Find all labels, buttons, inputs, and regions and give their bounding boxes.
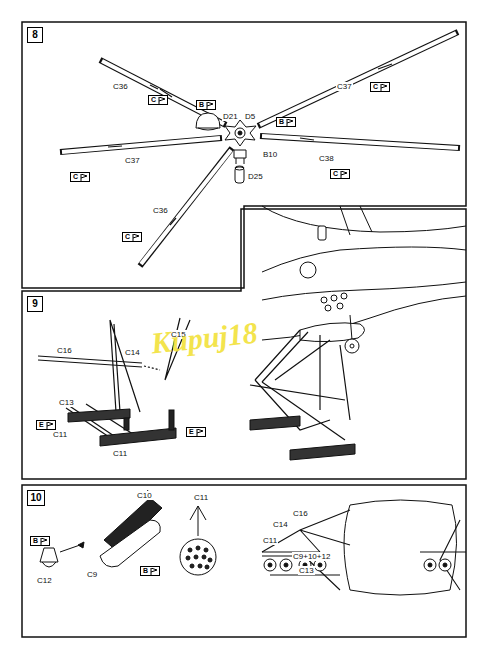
paint-code-tag: C xyxy=(148,95,168,105)
paint-code-tag: C xyxy=(330,169,350,179)
part-number: C11 xyxy=(262,536,278,545)
part-number: D5 xyxy=(244,112,256,121)
paint-code-tag: C xyxy=(122,232,142,242)
flag-symbol xyxy=(206,102,214,109)
tag-letter: B xyxy=(33,537,38,544)
part-number: C11 xyxy=(112,449,128,458)
watermark: Kupuj18 xyxy=(149,316,260,359)
paint-code-tag: C xyxy=(370,82,390,92)
step-number: 9 xyxy=(32,298,38,309)
part-number: C9+10+12 xyxy=(292,552,331,561)
paint-code-tag: C xyxy=(70,172,90,182)
tag-letter: B xyxy=(279,118,284,125)
part-number: C11 xyxy=(193,493,209,502)
part-number: C37 xyxy=(336,82,353,91)
part-number: C14 xyxy=(124,348,141,357)
flag-symbol xyxy=(380,84,388,91)
paint-code-tag: B xyxy=(30,536,50,546)
part-number: C9 xyxy=(86,570,98,579)
part-number: C36 xyxy=(152,206,169,215)
part-number: D21 xyxy=(222,112,239,121)
flag-symbol xyxy=(46,422,54,429)
flag-symbol xyxy=(80,174,88,181)
tag-letter: E xyxy=(189,428,194,435)
part-number: B10 xyxy=(262,150,278,159)
paint-code-tag: B xyxy=(276,117,296,127)
paint-code-tag: B xyxy=(140,566,160,576)
step-number: 10 xyxy=(30,492,41,503)
part-number: C37 xyxy=(124,156,141,165)
part-number: C13 xyxy=(58,398,75,407)
part-number: D25 xyxy=(247,172,264,181)
tag-letter: C xyxy=(73,173,78,180)
part-number: C12 xyxy=(36,576,53,585)
flag-symbol xyxy=(158,97,166,104)
step-number-box: 9 xyxy=(27,296,43,312)
tag-letter: C xyxy=(151,96,156,103)
flag-symbol xyxy=(196,429,204,436)
part-number: C38 xyxy=(318,154,335,163)
paint-code-tag: B xyxy=(196,100,216,110)
flag-symbol xyxy=(132,234,140,241)
paint-code-tag: E xyxy=(186,427,206,437)
part-number: C10 xyxy=(136,491,153,500)
paint-code-tag: E xyxy=(36,420,56,430)
step-number: 8 xyxy=(32,29,38,40)
part-number: C16 xyxy=(292,509,309,518)
tag-letter: B xyxy=(143,567,148,574)
tag-letter: C xyxy=(125,233,130,240)
flag-symbol xyxy=(286,119,294,126)
step-number-box: 8 xyxy=(27,27,43,43)
tag-letter: C xyxy=(373,83,378,90)
part-number: C36 xyxy=(112,82,129,91)
flag-symbol xyxy=(150,568,158,575)
step-number-box: 10 xyxy=(27,490,45,506)
tag-letter: B xyxy=(199,101,204,108)
part-number: C13 xyxy=(298,566,315,575)
part-number: C11 xyxy=(52,430,68,439)
flag-symbol xyxy=(340,171,348,178)
flag-symbol xyxy=(40,538,48,545)
part-number: C14 xyxy=(272,520,289,529)
tag-letter: C xyxy=(333,170,338,177)
part-number: C16 xyxy=(56,346,73,355)
tag-letter: E xyxy=(39,421,44,428)
